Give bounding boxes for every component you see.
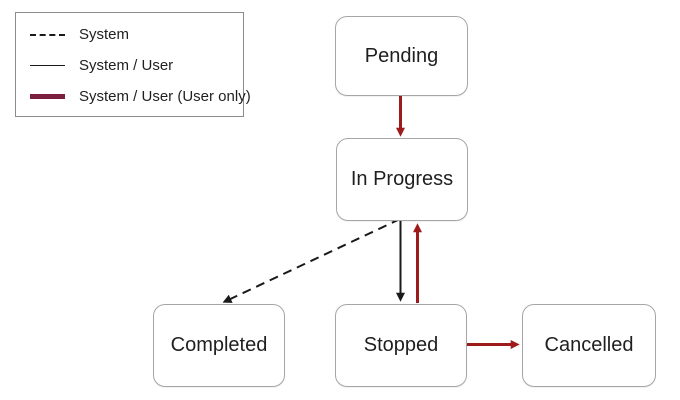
state-pending: Pending <box>335 16 468 96</box>
legend-label-system: System <box>79 26 130 43</box>
arrow-inprogress-to-completed <box>222 218 401 303</box>
legend-item-system: System <box>30 19 243 50</box>
solid-line-icon <box>30 65 65 66</box>
thick-maroon-line-icon <box>30 94 65 99</box>
state-stopped: Stopped <box>335 304 467 387</box>
state-in-progress: In Progress <box>336 138 468 221</box>
state-stopped-label: Stopped <box>363 334 439 356</box>
legend-label-user-only: System / User (User only) <box>79 88 251 105</box>
state-completed: Completed <box>153 304 285 387</box>
state-cancelled-label: Cancelled <box>544 334 634 356</box>
legend: System System / User System / User (User… <box>15 12 251 117</box>
legend-item-system-user: System / User <box>30 50 243 81</box>
state-pending-label: Pending <box>364 44 439 67</box>
dashed-line-icon <box>30 33 65 36</box>
state-cancelled: Cancelled <box>522 304 656 387</box>
state-in-progress-label: In Progress <box>350 168 454 190</box>
legend-item-user-only: System / User (User only) <box>30 81 251 112</box>
legend-label-system-user: System / User <box>79 57 174 74</box>
state-completed-label: Completed <box>170 334 268 356</box>
